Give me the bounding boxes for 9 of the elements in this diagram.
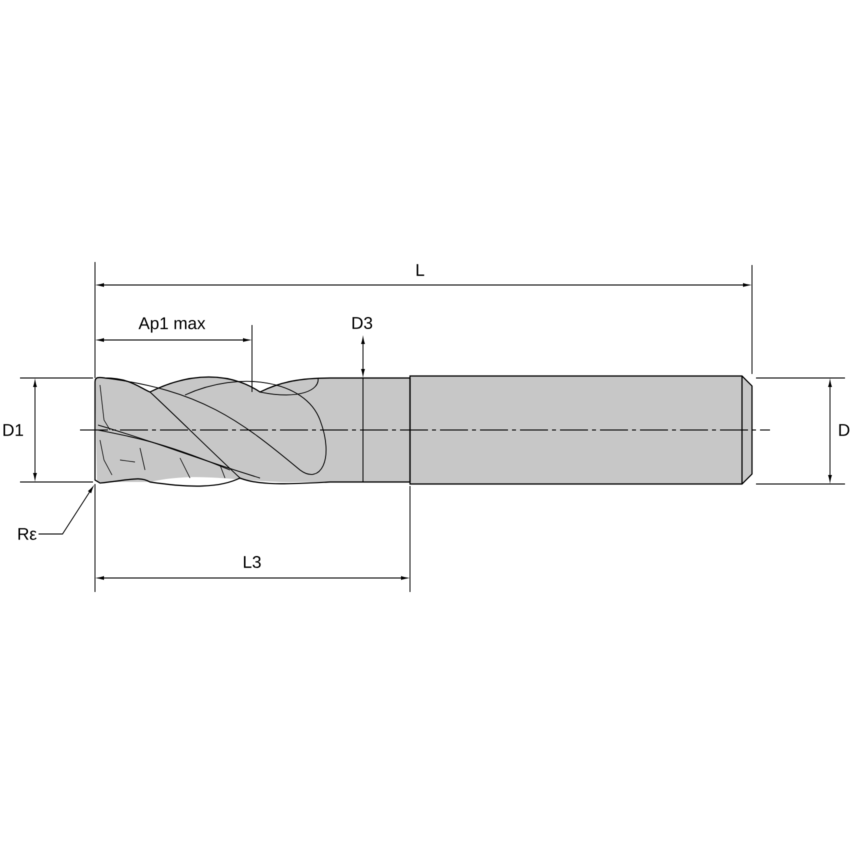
radius-label: Rε <box>18 528 37 540</box>
dimension-label: D1 <box>4 424 24 436</box>
leader-line <box>38 486 94 534</box>
dimension-label: L <box>416 264 424 276</box>
dimension-label: L3 <box>244 556 261 568</box>
dimension-label: D3 <box>352 316 372 330</box>
dimension-label: Ap1 max <box>138 317 206 333</box>
dimension-label: D <box>839 424 850 436</box>
end-mill-drawing <box>94 375 753 487</box>
